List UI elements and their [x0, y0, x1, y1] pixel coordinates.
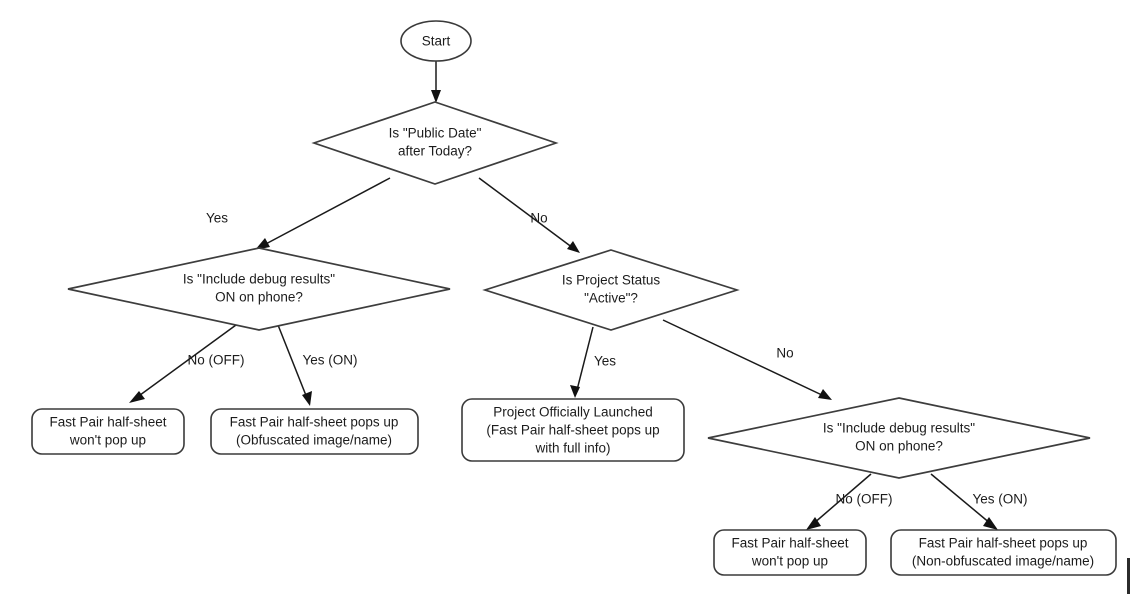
obfuscated-popup-shape [210, 408, 419, 455]
debug-right-line-1: Is "Include debug results" [823, 421, 975, 436]
page-edge-artifact [1127, 558, 1130, 594]
debug-right-diamond-shape [707, 397, 1091, 479]
no-popup-left-line-2: won't pop up [69, 433, 146, 448]
project-status-diamond-shape [482, 249, 740, 331]
no-popup-right-line-1: Fast Pair half-sheet [731, 536, 848, 551]
node-start[interactable]: Start [400, 20, 472, 62]
debug-left-line-2: ON on phone? [215, 290, 303, 305]
node-public-date-decision[interactable]: Is "Public Date" after Today? [311, 101, 559, 185]
public-date-diamond-shape [311, 101, 559, 185]
no-popup-left-shape [31, 408, 185, 455]
node-no-popup-left[interactable]: Fast Pair half-sheet won't pop up [31, 408, 185, 455]
edge-debug-right-yes: Yes (ON) [930, 473, 1028, 530]
node-project-status-decision[interactable]: Is Project Status "Active"? [482, 249, 740, 331]
public-date-line-1: Is "Public Date" [389, 126, 482, 141]
no-popup-right-shape [713, 529, 867, 576]
project-status-line-1: Is Project Status [562, 273, 661, 288]
edge-label-no-lower-right: No [776, 346, 793, 361]
edge-label-no-right: No [530, 211, 547, 226]
public-date-line-2: after Today? [398, 144, 472, 159]
edge-project-status-yes: Yes [570, 326, 616, 398]
debug-right-line-2: ON on phone? [855, 439, 943, 454]
non-obfuscated-popup-line-1: Fast Pair half-sheet pops up [919, 536, 1088, 551]
edge-public-date-yes: Yes [206, 177, 391, 250]
node-non-obfuscated-popup[interactable]: Fast Pair half-sheet pops up (Non-obfusc… [890, 529, 1117, 576]
start-label: Start [422, 34, 451, 49]
node-officially-launched[interactable]: Project Officially Launched (Fast Pair h… [461, 398, 685, 462]
obfuscated-popup-line-1: Fast Pair half-sheet pops up [230, 415, 399, 430]
node-debug-results-left-decision[interactable]: Is "Include debug results" ON on phone? [67, 247, 451, 331]
node-debug-results-right-decision[interactable]: Is "Include debug results" ON on phone? [707, 397, 1091, 479]
non-obfuscated-popup-line-2: (Non-obfuscated image/name) [912, 554, 1094, 569]
edge-label-yes-left: Yes [206, 211, 228, 226]
project-status-line-2: "Active"? [584, 291, 638, 306]
officially-launched-shape [461, 398, 685, 462]
officially-launched-line-1: Project Officially Launched [493, 405, 653, 420]
edge-label-yes-on-left: Yes (ON) [302, 353, 357, 368]
officially-launched-line-2: (Fast Pair half-sheet pops up [486, 423, 659, 438]
edge-debug-left-yes: Yes (ON) [277, 324, 358, 406]
debug-left-diamond-shape [67, 247, 451, 331]
no-popup-right-line-2: won't pop up [751, 554, 828, 569]
edge-public-date-no: No [478, 177, 580, 253]
edge-label-yes-on-right: Yes (ON) [972, 492, 1027, 507]
start-ellipse-shape [400, 20, 472, 62]
no-popup-left-line-1: Fast Pair half-sheet [49, 415, 166, 430]
edge-start-to-public-date [431, 61, 441, 103]
edge-label-yes-center: Yes [594, 354, 616, 369]
edge-label-no-off-left: No (OFF) [188, 353, 245, 368]
edge-project-status-no: No [662, 319, 832, 400]
edge-debug-left-no: No (OFF) [129, 324, 245, 403]
obfuscated-popup-line-2: (Obfuscated image/name) [236, 433, 392, 448]
edge-label-no-off-right: No (OFF) [836, 492, 893, 507]
edge-debug-right-no: No (OFF) [806, 473, 893, 530]
node-no-popup-right[interactable]: Fast Pair half-sheet won't pop up [713, 529, 867, 576]
non-obfuscated-popup-shape [890, 529, 1117, 576]
node-obfuscated-popup[interactable]: Fast Pair half-sheet pops up (Obfuscated… [210, 408, 419, 455]
debug-left-line-1: Is "Include debug results" [183, 272, 335, 287]
officially-launched-line-3: with full info) [534, 441, 610, 456]
